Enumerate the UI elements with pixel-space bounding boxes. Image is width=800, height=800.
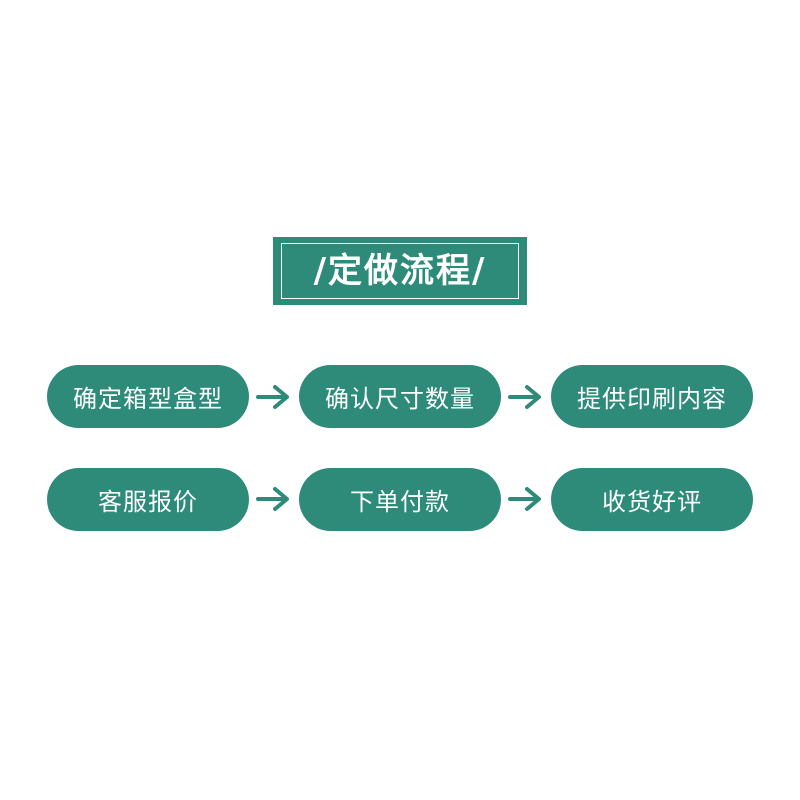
step-3-label: 提供印刷内容 xyxy=(577,385,727,413)
step-3: 提供印刷内容 xyxy=(551,365,753,428)
process-title-frame: /定做流程/ xyxy=(281,243,519,299)
arrow-right-icon xyxy=(508,485,544,513)
arrow-right-icon xyxy=(508,383,544,411)
arrow-right-icon xyxy=(256,485,292,513)
process-title: /定做流程/ xyxy=(313,251,487,291)
step-4-label: 客服报价 xyxy=(98,488,198,516)
step-2-label: 确认尺寸数量 xyxy=(325,385,475,413)
step-4: 客服报价 xyxy=(47,468,249,531)
arrow-right-icon xyxy=(256,383,292,411)
step-6-label: 收货好评 xyxy=(602,488,702,516)
step-5-label: 下单付款 xyxy=(350,488,450,516)
step-1: 确定箱型盒型 xyxy=(47,365,249,428)
step-5: 下单付款 xyxy=(299,468,501,531)
process-title-banner: /定做流程/ xyxy=(273,237,527,305)
step-1-label: 确定箱型盒型 xyxy=(73,385,223,413)
step-2: 确认尺寸数量 xyxy=(299,365,501,428)
step-6: 收货好评 xyxy=(551,468,753,531)
